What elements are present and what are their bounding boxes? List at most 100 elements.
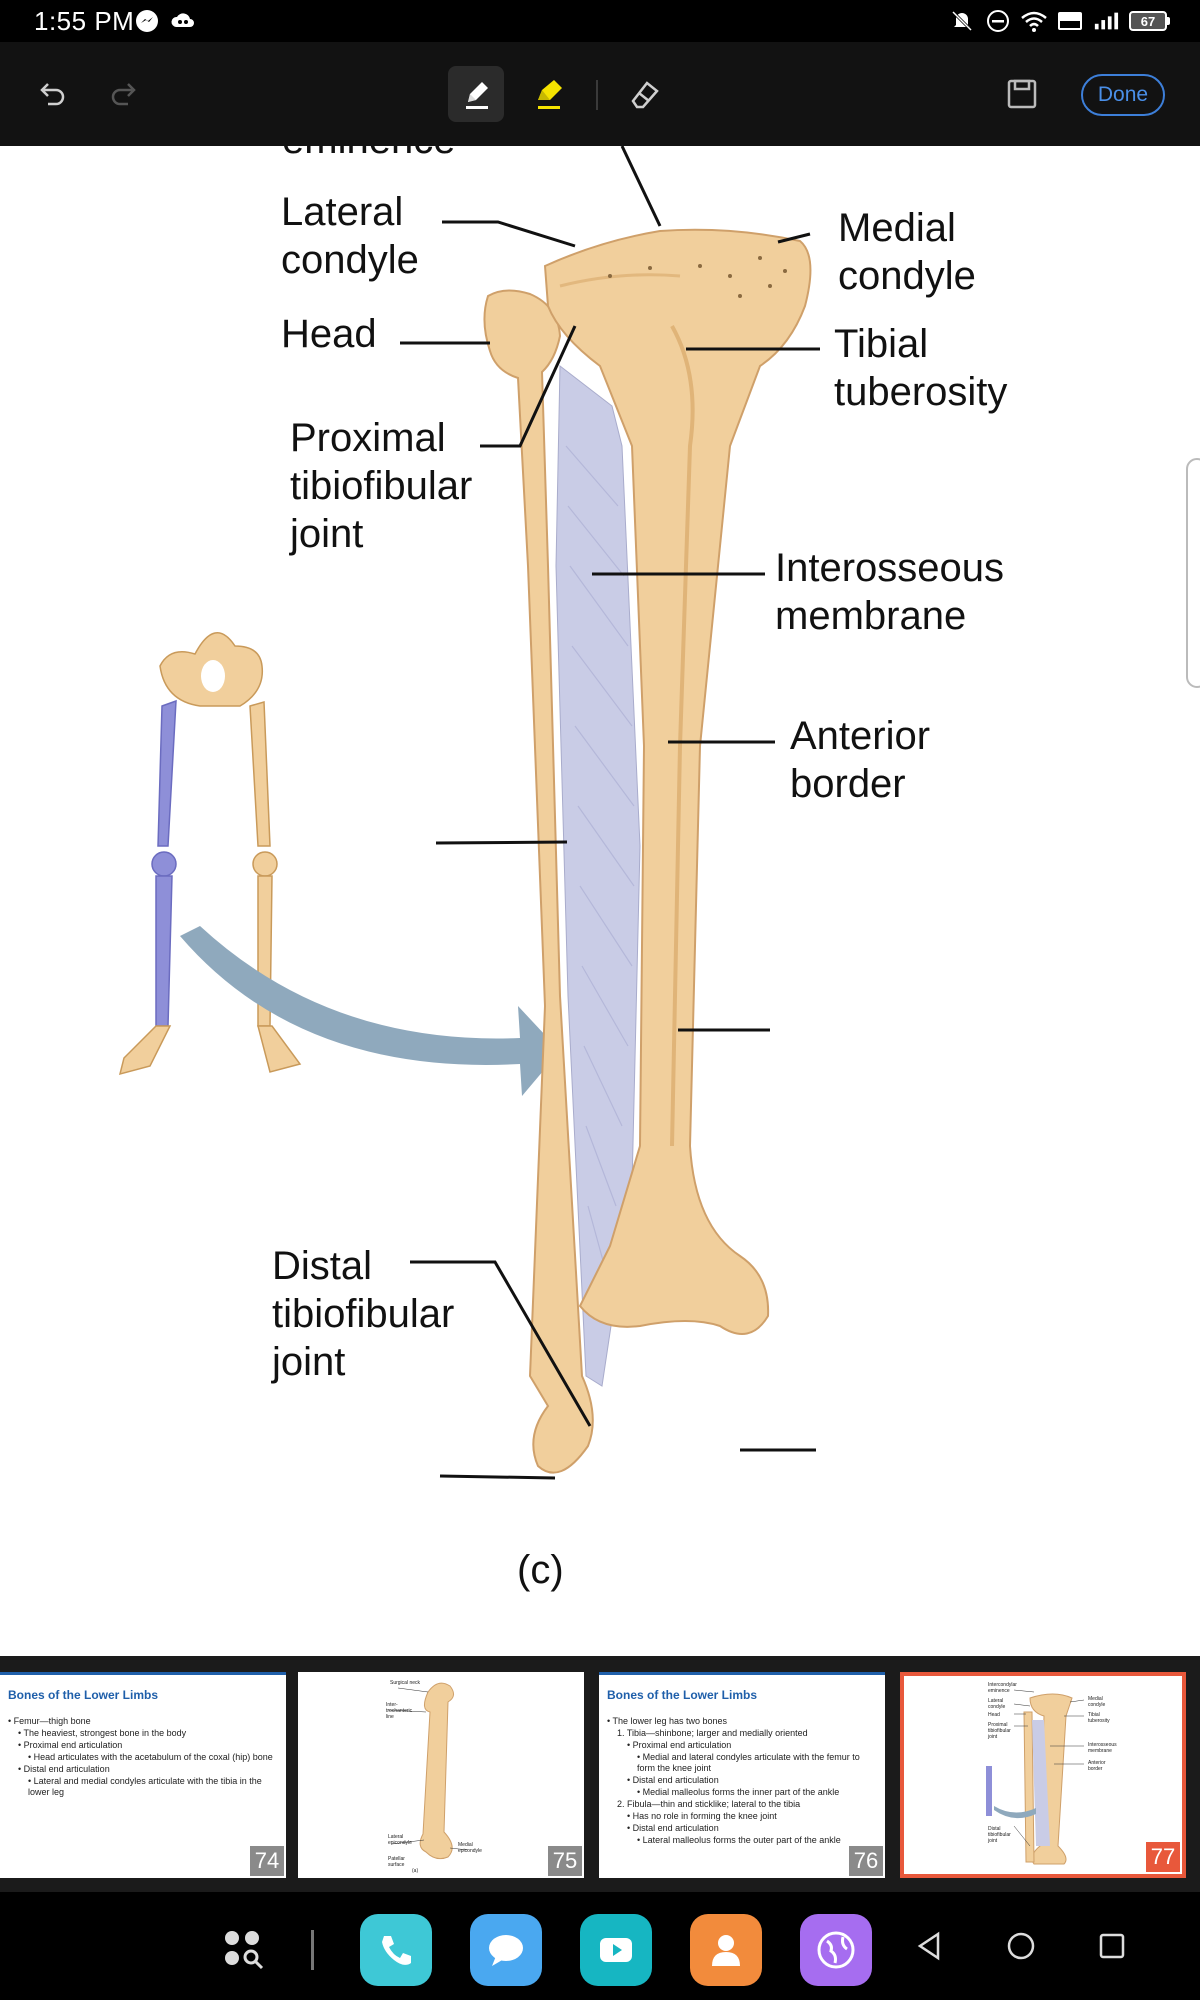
- thumbnail-mini-label: Interosseous membrane: [1088, 1742, 1117, 1754]
- label-medial-condyle: Medial condyle: [838, 206, 976, 298]
- thumbnail-mini-label: Surgical neck: [390, 1680, 421, 1686]
- label-proximal-tibiofibular-joint: Proximal tibiofibular joint: [290, 416, 473, 556]
- thumbnail-mini-label: Distal tibiofibular joint: [988, 1826, 1011, 1844]
- volte-icon: [1057, 8, 1083, 34]
- video-app-icon: [600, 1938, 632, 1962]
- recents-button[interactable]: [1090, 1924, 1134, 1968]
- leg-mini-illustration: [986, 1689, 1085, 1865]
- thumbnail-mini-label: Intercondylar eminence: [988, 1682, 1017, 1694]
- scroll-handle[interactable]: [1186, 458, 1200, 688]
- label-anterior-border: Anterior border: [790, 714, 931, 806]
- navigation-bar: [0, 1892, 1200, 2000]
- thumbnail-line: • Head articulates with the acetabulum o…: [28, 1752, 273, 1762]
- redo-icon: [111, 83, 136, 106]
- signal-icon: [1093, 8, 1119, 34]
- browser-app-icon: [817, 1931, 855, 1969]
- slide-number: 75: [548, 1846, 582, 1876]
- thumbnail-line: • Medial and lateral condyles articulate…: [637, 1752, 860, 1773]
- thumbnail-title: Bones of the Lower Limbs: [8, 1688, 159, 1702]
- messenger-icon: [134, 8, 160, 34]
- video-app[interactable]: [580, 1914, 652, 1986]
- thumbnail-mini-label: Lateral epicondyle: [388, 1834, 412, 1846]
- thumbnail-line: 1. Tibia—shinbone; larger and medially o…: [617, 1728, 808, 1738]
- thumbnail-line: • Has no role in forming the knee joint: [627, 1811, 777, 1821]
- slide-canvas[interactable]: eminence Lateral condyle Medial condyle …: [0, 146, 1200, 1656]
- thumbnail-line: 2. Fibula—thin and sticklike; lateral to…: [617, 1799, 801, 1809]
- pointer-arrow: [180, 926, 560, 1096]
- home-button[interactable]: [999, 1924, 1043, 1968]
- app-drawer-button[interactable]: [208, 1914, 280, 1986]
- leader-lines: [400, 146, 820, 1480]
- battery-icon: 67: [1129, 11, 1170, 31]
- slide-thumbnail-strip: Bones of the Lower Limbs • Femur—thigh b…: [0, 1656, 1200, 1892]
- phone-app-icon: [382, 1936, 411, 1965]
- thumbnail-line: • Distal end articulation: [627, 1823, 719, 1833]
- thumbnail-line: • Proximal end articulation: [18, 1740, 123, 1750]
- label-eminence: eminence: [282, 146, 455, 164]
- eraser-tool-button[interactable]: [616, 66, 672, 122]
- slide-thumbnail-74[interactable]: Bones of the Lower Limbs • Femur—thigh b…: [0, 1672, 286, 1878]
- thumbnail-body: • The lower leg has two bones 1. Tibia—s…: [607, 1716, 877, 1847]
- thumbnail-mini-label: Patellar surface: [388, 1856, 405, 1868]
- thumbnail-mini-label: Anterior border: [1088, 1760, 1106, 1772]
- wifi-icon: [1021, 8, 1047, 34]
- dock-divider: [311, 1930, 314, 1970]
- thumbnail-mini-label: (a): [412, 1868, 419, 1874]
- tibia: [543, 228, 812, 1335]
- slide-number: 74: [250, 1846, 284, 1876]
- status-time: 1:55 PM: [34, 6, 135, 36]
- slide-thumbnail-76[interactable]: Bones of the Lower Limbs • The lower leg…: [599, 1672, 885, 1878]
- thumbnail-mini-label: Tibial tuberosity: [1088, 1712, 1110, 1724]
- done-button[interactable]: Done: [1081, 74, 1165, 116]
- messages-app[interactable]: [470, 1914, 542, 1986]
- save-button[interactable]: [994, 66, 1050, 122]
- leg-bones-illustration: [118, 146, 820, 1480]
- pen-tool-button[interactable]: [448, 66, 504, 122]
- thumbnail-mini-label: Head: [988, 1712, 1000, 1718]
- contacts-app[interactable]: [690, 1914, 762, 1986]
- thumbnail-mini-label: Lateral condyle: [988, 1698, 1006, 1710]
- highlighter-tool-button[interactable]: [520, 66, 576, 122]
- contacts-app-icon: [712, 1935, 740, 1966]
- label-lateral-condyle: Lateral condyle: [281, 190, 419, 282]
- undo-button[interactable]: [24, 66, 80, 122]
- browser-app[interactable]: [800, 1914, 872, 1986]
- pen-icon: [466, 82, 488, 109]
- eraser-icon: [631, 81, 659, 109]
- thumbnail-line: • Proximal end articulation: [627, 1740, 732, 1750]
- thumbnail-mini-label: Proximal tibiofibular joint: [988, 1722, 1011, 1740]
- app-drawer-icon: [225, 1931, 264, 1970]
- thumbnail-line: • Distal end articulation: [18, 1764, 110, 1774]
- thumbnail-mini-label: Inter-trochanteric line: [386, 1702, 413, 1720]
- thumbnail-mini-label: Medial epicondyle: [458, 1842, 482, 1854]
- messages-app-icon: [489, 1935, 523, 1966]
- label-tibial-tuberosity: Tibial tuberosity: [834, 322, 1008, 414]
- save-icon: [1007, 79, 1037, 109]
- back-button[interactable]: [908, 1924, 952, 1968]
- slide-number: 77: [1146, 1842, 1180, 1872]
- cloud-app-icon: [170, 8, 196, 34]
- figure-caption: (c): [517, 1548, 564, 1592]
- slide-thumbnail-75[interactable]: Surgical neck Inter-trochanteric line La…: [298, 1672, 584, 1878]
- slide-thumbnail-77-current[interactable]: Intercondylar eminence Lateral condyle H…: [900, 1672, 1186, 1878]
- undo-icon: [40, 83, 65, 106]
- thumbnail-line: • Distal end articulation: [627, 1775, 719, 1785]
- thumbnail-line: • Medial malleolus forms the inner part …: [637, 1787, 840, 1797]
- thumbnail-line: • Femur—thigh bone: [8, 1716, 91, 1726]
- thumbnail-mini-label: Medial condyle: [1088, 1696, 1106, 1708]
- slide-number: 76: [849, 1846, 883, 1876]
- battery-level: 67: [1129, 11, 1167, 31]
- phone-app[interactable]: [360, 1914, 432, 1986]
- lower-limb-skeleton-thumbnail: [118, 632, 302, 1076]
- label-interosseous-membrane: Interosseous membrane: [775, 546, 1005, 638]
- annotation-toolbar: Done: [0, 42, 1200, 146]
- thumbnail-line: • The lower leg has two bones: [607, 1716, 728, 1726]
- redo-button[interactable]: [96, 66, 152, 122]
- recents-icon: [1099, 1933, 1125, 1959]
- thumbnail-line: • Lateral malleolus forms the outer part…: [637, 1835, 841, 1845]
- highlighter-icon: [538, 80, 562, 109]
- home-icon: [1007, 1932, 1035, 1960]
- thumbnail-body: • Femur—thigh bone • The heaviest, stron…: [8, 1716, 278, 1799]
- back-icon: [917, 1931, 940, 1961]
- toolbar-divider: [596, 80, 598, 110]
